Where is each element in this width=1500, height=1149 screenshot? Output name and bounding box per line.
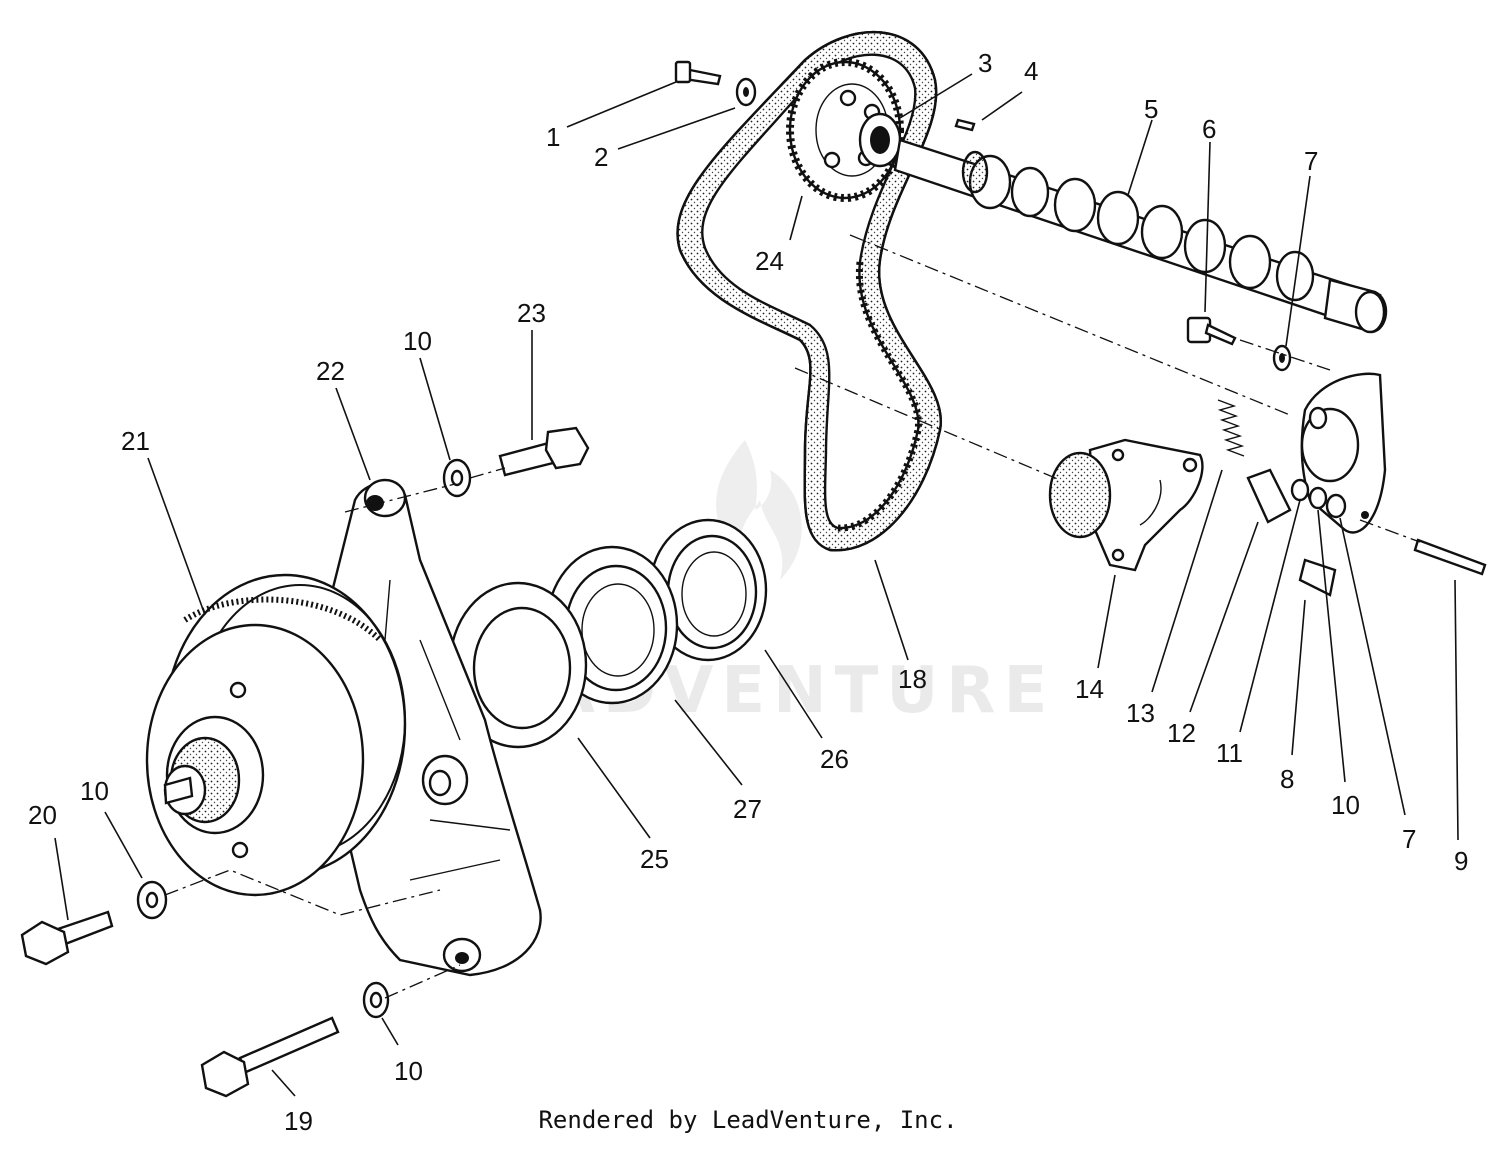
axis-line-5 bbox=[344, 467, 506, 513]
callout-12: 12 bbox=[1167, 718, 1196, 748]
callout-25: 25 bbox=[640, 844, 669, 874]
washer-small bbox=[1308, 486, 1328, 510]
idler-pulley bbox=[1048, 438, 1204, 572]
callout-7-bottom: 7 bbox=[1402, 824, 1416, 854]
callout-20: 20 bbox=[28, 800, 57, 830]
callout-9: 9 bbox=[1454, 846, 1468, 876]
callout-3: 3 bbox=[978, 48, 992, 78]
pulley bbox=[145, 573, 407, 897]
seal-rings bbox=[448, 518, 768, 749]
callout-4: 4 bbox=[1024, 56, 1038, 86]
callout-27: 27 bbox=[733, 794, 762, 824]
callout-5: 5 bbox=[1144, 94, 1158, 124]
washer-small-2 bbox=[1325, 493, 1347, 519]
callout-26: 26 bbox=[820, 744, 849, 774]
pump-housing bbox=[318, 478, 542, 977]
camshaft bbox=[893, 138, 1388, 334]
bolt-bottom bbox=[200, 981, 390, 1098]
callout-labels: 1 2 3 4 5 6 7 24 23 10 22 21 14 13 12 11… bbox=[28, 48, 1468, 1136]
callout-14: 14 bbox=[1075, 674, 1104, 704]
callout-10-bottom: 10 bbox=[394, 1056, 423, 1086]
callout-2: 2 bbox=[594, 142, 608, 172]
axis-line-6 bbox=[164, 869, 441, 916]
callout-10-top: 10 bbox=[403, 326, 432, 356]
key bbox=[954, 118, 976, 132]
bolt-and-washer-upper-right bbox=[1186, 316, 1292, 372]
callout-13: 13 bbox=[1126, 698, 1155, 728]
spring bbox=[1217, 399, 1245, 457]
callout-10-right: 10 bbox=[1331, 790, 1360, 820]
axis-line-2 bbox=[794, 367, 1061, 481]
tensioner-bracket bbox=[1298, 372, 1387, 597]
cam-gear bbox=[786, 58, 904, 202]
callout-6: 6 bbox=[1202, 114, 1216, 144]
callout-1: 1 bbox=[546, 122, 560, 152]
callout-21: 21 bbox=[121, 426, 150, 456]
callout-19: 19 bbox=[284, 1106, 313, 1136]
bolt-top-left bbox=[442, 426, 590, 498]
bolt-and-washer bbox=[674, 60, 757, 107]
axis-line-1 bbox=[849, 234, 1291, 416]
callout-22: 22 bbox=[316, 356, 345, 386]
stud bbox=[1413, 538, 1487, 576]
axis-line-4 bbox=[1359, 519, 1421, 543]
callout-10-left: 10 bbox=[80, 776, 109, 806]
callout-7-top: 7 bbox=[1304, 146, 1318, 176]
callout-8: 8 bbox=[1280, 764, 1294, 794]
callout-11: 11 bbox=[1216, 738, 1243, 768]
bolt-left bbox=[20, 880, 168, 966]
callout-24: 24 bbox=[755, 246, 784, 276]
axis-line-7 bbox=[384, 964, 461, 999]
leader-lines bbox=[54, 73, 1459, 1097]
callout-18: 18 bbox=[898, 664, 927, 694]
axis-line-3 bbox=[1239, 339, 1331, 371]
callout-23: 23 bbox=[517, 298, 546, 328]
sleeve bbox=[1246, 468, 1292, 524]
render-credit-text: Rendered by LeadVenture, Inc. bbox=[538, 1106, 958, 1134]
bushing bbox=[1290, 478, 1310, 502]
render-credit: Rendered by LeadVenture, Inc. bbox=[0, 1106, 1500, 1134]
